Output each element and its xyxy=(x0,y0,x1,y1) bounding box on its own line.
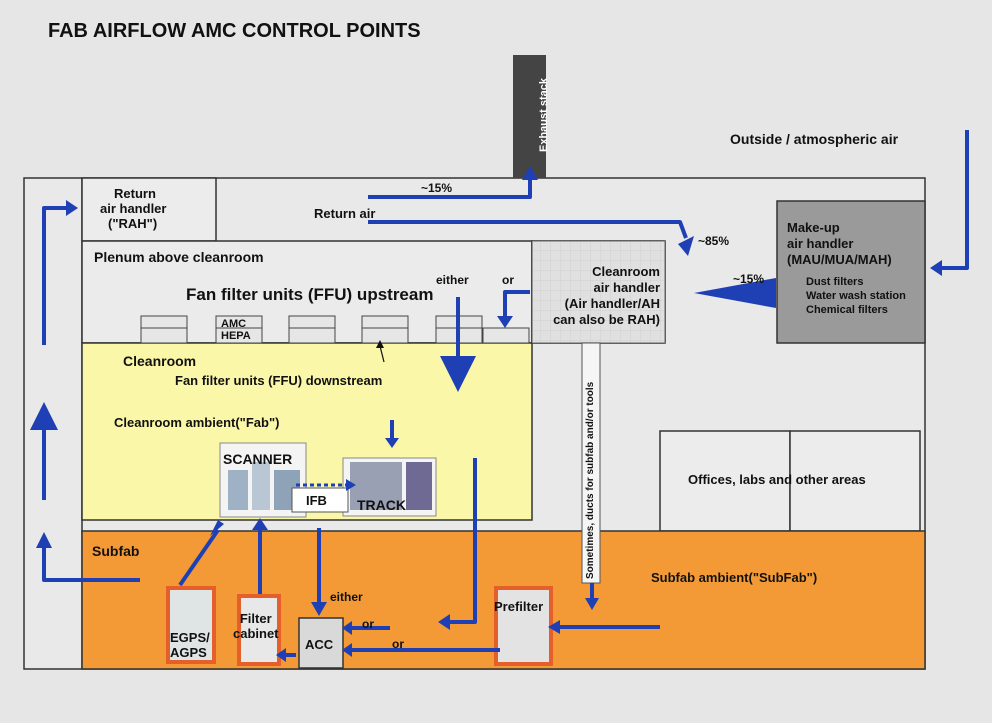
filter-cabinet-label: Filter cabinet xyxy=(233,611,279,641)
acc-box xyxy=(298,617,344,669)
cleanroom-ambient-label: Cleanroom ambient("Fab") xyxy=(114,415,280,430)
plenum-label: Plenum above cleanroom xyxy=(94,249,264,265)
ffu-downstream-label: Fan filter units (FFU) downstream xyxy=(175,373,383,388)
ffu-upstream-label: Fan filter units (FFU) upstream xyxy=(186,285,434,304)
or-top-label: or xyxy=(502,273,514,287)
either-bottom-label: either xyxy=(330,590,363,604)
mau-label: Make-up air handler (MAU/MUA/MAH) xyxy=(787,220,892,267)
offices-box-2 xyxy=(789,430,921,532)
exhaust-stack-label: Exhaust stack xyxy=(538,78,550,152)
ifb-box xyxy=(291,487,349,513)
filter-cabinet-image xyxy=(237,594,281,666)
mau-filters: Dust filters Water wash station Chemical… xyxy=(806,276,906,316)
prefilter-label: Prefilter xyxy=(494,599,544,614)
duct-label: Sometimes, ducts for subfab and/or tools xyxy=(585,381,596,579)
flow-arrows xyxy=(42,130,969,657)
return-air-label: Return air xyxy=(314,206,376,221)
or-bottom-label-2: or xyxy=(392,637,404,651)
exhaust-stack xyxy=(513,55,546,178)
offices-label: Offices, labs and other areas xyxy=(688,472,866,487)
outside-air-label: Outside / atmospheric air xyxy=(730,131,899,147)
or-bottom-label-1: or xyxy=(362,617,374,631)
page-title: FAB AIRFLOW AMC CONTROL POINTS xyxy=(48,20,421,42)
egps-label: EGPS/ AGPS xyxy=(170,630,210,660)
rah-label: Return air handler ("RAH") xyxy=(100,186,167,231)
hepa-label: HEPA xyxy=(221,330,251,342)
subfab-label: Subfab xyxy=(92,543,140,559)
ah-label: Cleanroom air handler (Air handler/AH ca… xyxy=(553,264,660,327)
arrow-heads xyxy=(30,166,942,662)
scanner-label: SCANNER xyxy=(223,451,293,467)
egps-image xyxy=(166,586,216,664)
track-image xyxy=(342,457,437,517)
offices-box-1 xyxy=(659,430,791,532)
track-label: TRACK xyxy=(357,497,406,513)
prefilter-image xyxy=(494,586,553,666)
acc-label: ACC xyxy=(305,637,334,652)
mau-box xyxy=(776,200,926,344)
pct-15-side-label: ~15% xyxy=(733,272,765,286)
pct-15-top-label: ~15% xyxy=(421,181,453,195)
amc-label: AMC xyxy=(221,318,247,330)
ifb-label: IFB xyxy=(306,493,327,508)
either-top-label: either xyxy=(436,273,469,287)
subfab-ambient-label: Subfab ambient("SubFab") xyxy=(651,570,818,585)
pct-85-label: ~85% xyxy=(698,234,730,248)
cleanroom-label: Cleanroom xyxy=(123,353,197,369)
